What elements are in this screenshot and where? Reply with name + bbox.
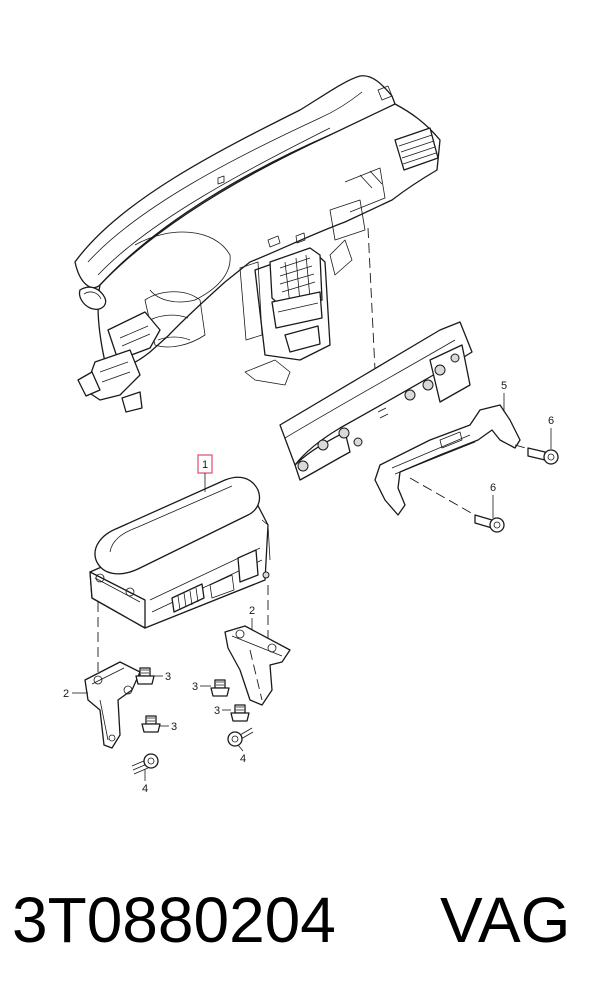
svg-text:3: 3 xyxy=(165,671,171,683)
screw-3-c xyxy=(210,679,230,697)
exploded-parts-diagram: 1 5 6 6 2 2 3 3 3 3 4 4 xyxy=(63,75,559,795)
screw-3-d xyxy=(230,704,250,722)
bracket-2-right xyxy=(224,625,291,706)
callout-3-b: 3 xyxy=(160,721,177,733)
svg-text:4: 4 xyxy=(142,783,148,795)
cross-member-beam xyxy=(279,321,473,481)
callout-5: 5 xyxy=(501,380,507,412)
callout-2-right: 2 xyxy=(249,605,255,630)
part-number: 3T0880204 xyxy=(12,884,336,956)
callout-6-upper: 6 xyxy=(548,415,554,449)
dashboard-panel xyxy=(74,75,441,413)
bolt-6-lower xyxy=(474,514,505,533)
svg-text:2: 2 xyxy=(63,688,69,700)
airbag-unit xyxy=(89,476,271,629)
brand-name: VAG xyxy=(440,884,571,956)
svg-text:2: 2 xyxy=(249,605,255,617)
svg-text:3: 3 xyxy=(214,705,220,717)
callout-3-d: 3 xyxy=(214,705,231,717)
svg-text:1: 1 xyxy=(202,459,208,471)
part-label-footer: 3T0880204 VAG xyxy=(0,870,600,970)
bolt-6-upper xyxy=(527,447,559,465)
svg-text:4: 4 xyxy=(240,753,246,765)
screw-3-b xyxy=(141,715,161,733)
svg-text:3: 3 xyxy=(171,721,177,733)
callout-2-left: 2 xyxy=(63,688,88,700)
svg-text:6: 6 xyxy=(490,482,496,494)
screw-4-right xyxy=(227,727,254,747)
svg-text:5: 5 xyxy=(501,380,507,392)
screw-4-left xyxy=(131,753,159,775)
callout-6-lower: 6 xyxy=(490,482,496,518)
callout-4-right: 4 xyxy=(237,744,246,765)
screw-3-a xyxy=(135,667,155,685)
bracket-5 xyxy=(374,404,541,519)
callout-4-left: 4 xyxy=(142,769,148,795)
callout-3-a: 3 xyxy=(154,671,171,683)
svg-text:6: 6 xyxy=(548,415,554,427)
svg-text:3: 3 xyxy=(192,681,198,693)
callout-1: 1 xyxy=(197,454,213,492)
callout-3-c: 3 xyxy=(192,681,211,693)
bracket-2-left xyxy=(84,661,141,749)
